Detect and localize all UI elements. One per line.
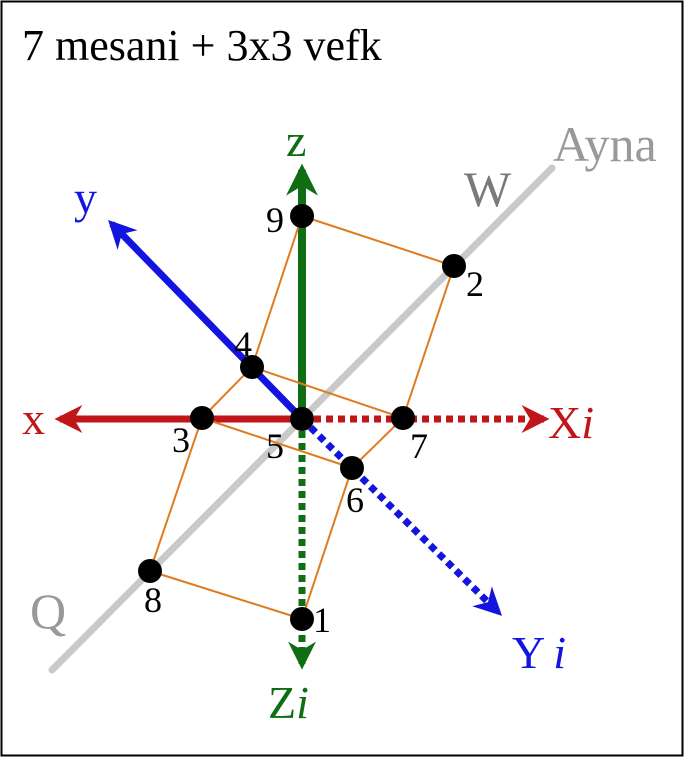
point-4 bbox=[240, 355, 264, 379]
point-7 bbox=[391, 406, 415, 430]
edge-9-4 bbox=[251, 215, 303, 368]
point-label-2: 2 bbox=[466, 264, 484, 304]
edge-9-2 bbox=[301, 215, 455, 267]
z-axis-label: z bbox=[286, 115, 306, 166]
point-8 bbox=[138, 559, 162, 583]
y-axis bbox=[108, 219, 305, 422]
point-6 bbox=[340, 456, 364, 480]
zi-axis-label: Zi bbox=[268, 677, 309, 728]
diagram-title: 7 mesani + 3x3 vefk bbox=[22, 21, 382, 70]
point-9 bbox=[290, 204, 314, 228]
point-3 bbox=[190, 406, 214, 430]
edge-3-6 bbox=[201, 417, 353, 469]
edge-6-1 bbox=[301, 467, 353, 620]
point-label-3: 3 bbox=[172, 420, 190, 460]
mirror-end-q-label: Q bbox=[30, 583, 66, 639]
point-label-7: 7 bbox=[410, 426, 428, 466]
xi-axis-label: Xi bbox=[548, 397, 594, 448]
point-label-1: 1 bbox=[313, 600, 331, 640]
edge-4-7 bbox=[251, 366, 404, 419]
mirror-label: Ayna bbox=[553, 116, 657, 172]
point-1 bbox=[290, 607, 314, 631]
point-label-9: 9 bbox=[266, 200, 284, 240]
edge-3-8 bbox=[149, 417, 203, 572]
point-5 bbox=[290, 407, 314, 431]
y-axis-label: y bbox=[74, 172, 97, 223]
edge-2-7 bbox=[402, 265, 455, 419]
point-label-4: 4 bbox=[234, 324, 252, 364]
point-2 bbox=[442, 254, 466, 278]
mirror-end-w-label: W bbox=[464, 161, 512, 217]
point-label-5: 5 bbox=[266, 426, 284, 466]
edge-8-1 bbox=[149, 570, 303, 620]
point-label-6: 6 bbox=[346, 480, 364, 520]
yi-axis bbox=[299, 416, 502, 616]
point-label-8: 8 bbox=[144, 580, 162, 620]
x-axis-label: x bbox=[22, 393, 45, 444]
